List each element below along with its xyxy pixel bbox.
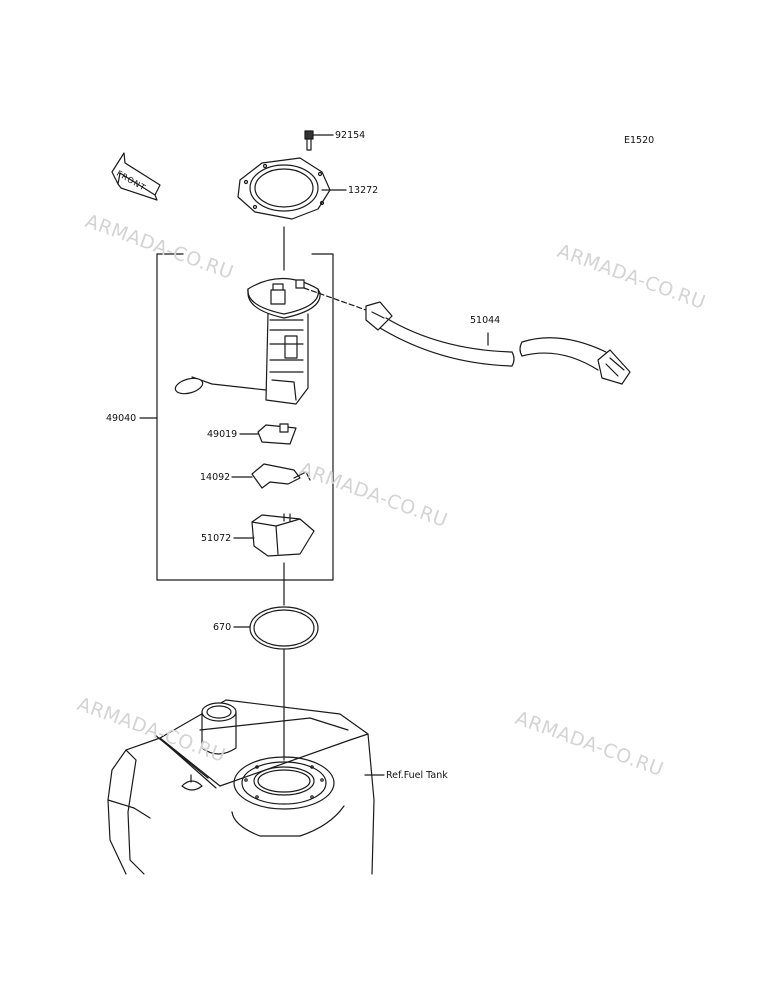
diagram-code: E1520 bbox=[624, 135, 655, 146]
filter-49019 bbox=[239, 423, 297, 445]
part-label-49040: 49040 bbox=[106, 413, 137, 424]
part-label-92154: 92154 bbox=[335, 130, 366, 141]
fuel-tank bbox=[107, 699, 385, 875]
part-label-14092: 14092 bbox=[200, 472, 231, 483]
part-label-49019: 49019 bbox=[207, 429, 238, 440]
fuel-hose-51044 bbox=[303, 287, 631, 385]
bolt-92154 bbox=[304, 130, 334, 151]
assembly-bracket-49040 bbox=[139, 253, 334, 581]
gasket-13272 bbox=[237, 157, 347, 220]
cover-51072 bbox=[233, 513, 315, 557]
o-ring-670 bbox=[233, 606, 319, 650]
holder-14092 bbox=[231, 463, 311, 489]
part-label-51072: 51072 bbox=[201, 533, 232, 544]
part-label-51044: 51044 bbox=[470, 315, 501, 326]
fuel-pump-assembly bbox=[174, 278, 321, 405]
part-label-13272: 13272 bbox=[348, 185, 379, 196]
front-arrow-icon bbox=[111, 152, 161, 201]
part-label-670: 670 bbox=[213, 622, 232, 633]
ref-fuel-tank-label: Ref.Fuel Tank bbox=[386, 770, 448, 781]
